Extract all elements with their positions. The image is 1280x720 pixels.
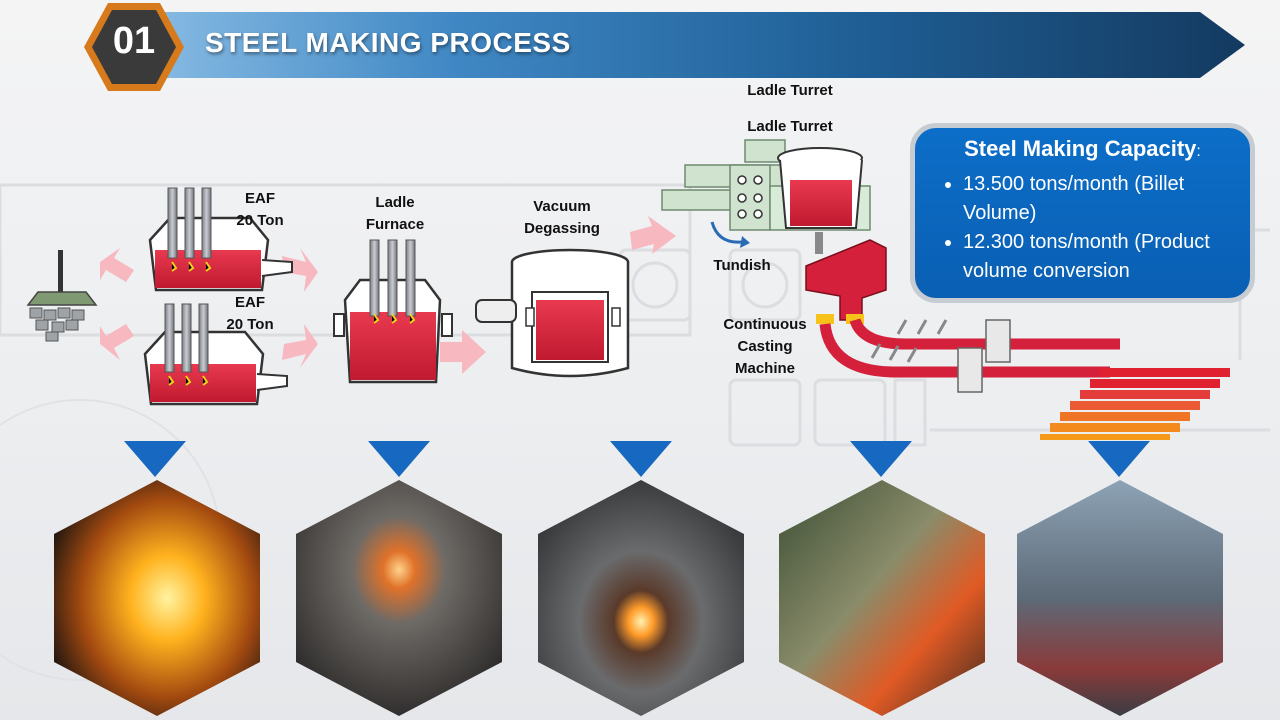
flow-arrows — [100, 216, 676, 374]
down-arrow-icon — [610, 441, 672, 477]
capacity-item: 12.300 tons/month (Product volume conver… — [963, 228, 1234, 286]
ladle-turret-icon — [661, 139, 871, 254]
eaf-pouring-photo — [54, 480, 260, 716]
capacity-item: 13.500 tons/month (Billet Volume) — [963, 170, 1234, 228]
eaf-bottom-icon — [143, 303, 288, 406]
ladle-turret-label: Ladle Turret — [747, 82, 833, 99]
ladle-turret-label-2: Ladle Turret — [747, 118, 833, 135]
vacuum-degassing-label: Vacuum Degassing — [524, 198, 600, 237]
ladle-furnace-photo — [296, 480, 502, 716]
header-banner — [120, 12, 1245, 78]
down-arrow-icon — [1088, 441, 1150, 477]
casting-machine-photo — [779, 480, 985, 716]
continuous-casting-label: Continuous Casting Machine — [723, 316, 807, 377]
section-number: 01 — [112, 20, 156, 62]
vacuum-degassing-icon — [475, 248, 630, 378]
capacity-title: Steel Making Capacity: — [964, 136, 1201, 161]
vacuum-degassing-photo — [538, 480, 744, 716]
billet-yard-photo — [1017, 480, 1223, 716]
capacity-list: 13.500 tons/month (Billet Volume) 12.300… — [931, 170, 1234, 286]
scrap-crane-icon — [26, 250, 98, 342]
continuous-casting-icon — [805, 239, 1120, 393]
photo-row — [54, 480, 1223, 716]
capacity-box: Steel Making Capacity: 13.500 tons/month… — [910, 123, 1255, 303]
down-arrow-icon — [124, 441, 186, 477]
eaf-bottom-label: EAF 20 Ton — [226, 294, 274, 333]
down-arrow-icon — [850, 441, 912, 477]
billet-stack-icon — [1040, 368, 1230, 440]
ladle-furnace-icon — [333, 239, 453, 384]
page-title: STEEL MAKING PROCESS — [205, 27, 571, 58]
ladle-furnace-label: Ladle Furnace — [365, 194, 425, 233]
section-number-hexagon — [84, 3, 184, 91]
tundish-label: Tundish — [713, 257, 771, 274]
process-diagram — [26, 139, 1230, 440]
down-arrow-icon — [368, 441, 430, 477]
eaf-top-label: EAF 20 Ton — [236, 190, 284, 229]
eaf-top-icon — [148, 187, 293, 292]
